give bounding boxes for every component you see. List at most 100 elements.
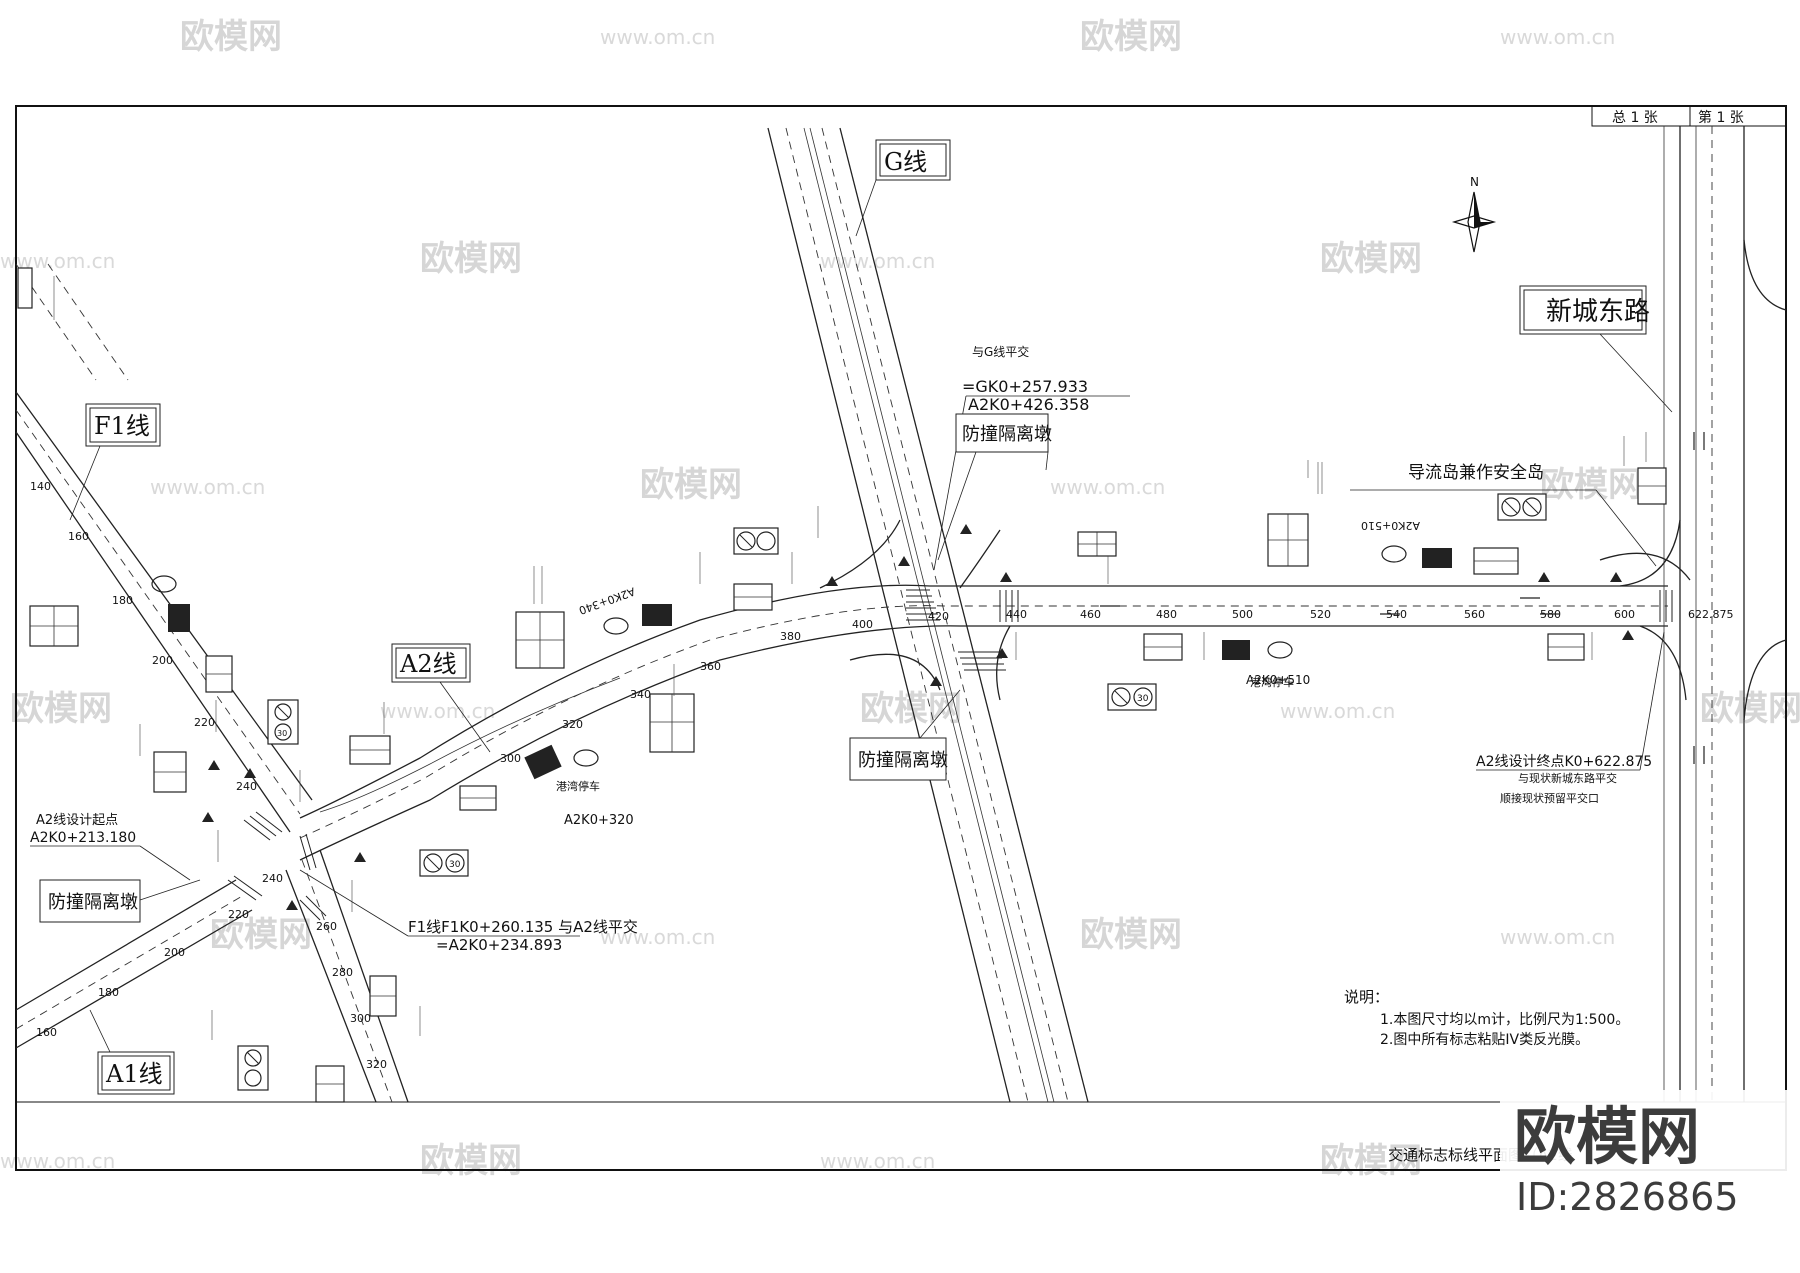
chainage-label: 380 xyxy=(780,630,801,643)
watermark-brand-text: 欧模网 xyxy=(1320,239,1422,279)
f1-line-label: F1线 xyxy=(69,403,161,521)
watermark-brand-text: 欧模网 xyxy=(180,17,282,57)
background-watermarks: 欧模网 欧模网 欧模网 欧模网 欧模网 欧模网 欧模网 欧模网 欧模网 欧模网 … xyxy=(0,17,1800,1181)
brand-logo-text: 欧模网 xyxy=(1514,1100,1700,1173)
island-label: 导流岛兼作安全岛 xyxy=(1408,463,1544,483)
speed-limit-value: 30 xyxy=(1137,694,1149,704)
f1-line-road xyxy=(15,263,409,1103)
watermark-url: www.om.cn xyxy=(1050,475,1165,499)
xincheng-road-name: 新城东路 xyxy=(1546,297,1650,327)
brand-overlay: 欧模网 ID:2826865 xyxy=(1500,1090,1796,1270)
sign-panel xyxy=(17,267,33,309)
barrier-label: 防撞隔离墩 xyxy=(858,750,948,771)
north-label: N xyxy=(1470,175,1479,189)
intersection-note-line: A2K0+426.358 xyxy=(968,395,1089,414)
g-line-name: G线 xyxy=(884,148,927,176)
chainage-label: 180 xyxy=(98,986,119,999)
sign-panel xyxy=(1637,467,1667,505)
bus-stop-chainage: A2K0+320 xyxy=(564,813,634,828)
north-arrow: N xyxy=(1451,175,1497,253)
barrier-note-3: 防撞隔离墩 xyxy=(39,879,201,923)
no-entry-speed-sign: 30 xyxy=(267,699,299,745)
crosswalk-g-north xyxy=(906,589,940,621)
cross-note-line: =A2K0+234.893 xyxy=(436,936,562,954)
chainage-label: 320 xyxy=(562,718,583,731)
a2-start-note: A2线设计起点 A2K0+213.180 xyxy=(30,813,191,881)
watermark-logo: 欧模网 欧模网 欧模网 欧模网 欧模网 欧模网 欧模网 欧模网 欧模网 欧模网 … xyxy=(10,17,1800,1181)
f1-chainage-labels: 140 160 180 200 220 240 260 280 300 320 xyxy=(30,480,387,1071)
xincheng-road xyxy=(1663,126,1787,1102)
bus-stop-label: 港湾停车 xyxy=(556,779,600,793)
chainage-label: 600 xyxy=(1614,608,1635,621)
bus-stop-chainage: A2K0+510 xyxy=(1246,673,1310,687)
a2-end-note: A2线设计终点K0+622.875 与现状新城东路平交 顺接现状预留平交口 xyxy=(1476,631,1665,805)
no-entry-speed-sign xyxy=(1497,493,1547,521)
watermark-brand-text: 欧模网 xyxy=(1540,465,1642,505)
a1-chainage-labels: 160 180 200 220 240 xyxy=(36,872,283,1039)
no-entry-speed-sign: 30 xyxy=(419,849,469,877)
speed-limit-value: 30 xyxy=(277,729,287,738)
chainage-label: 160 xyxy=(36,1026,57,1039)
a2-line-label: A2线 xyxy=(391,643,491,753)
chainage-label: 460 xyxy=(1080,608,1101,621)
crosswalks xyxy=(227,589,1673,921)
watermark-url: www.om.cn xyxy=(600,25,715,49)
watermark-brand-text: 欧模网 xyxy=(1080,17,1182,57)
f1-cross-note: F1线F1K0+260.135 与A2线平交 =A2K0+234.893 xyxy=(299,869,638,954)
brand-id-text: ID:2826865 xyxy=(1516,1175,1739,1219)
start-note-line: A2K0+213.180 xyxy=(30,830,136,846)
label-frame-inner xyxy=(879,143,947,177)
chainage-label: 440 xyxy=(1006,608,1027,621)
no-entry-speed-sign: 30 xyxy=(1107,683,1157,711)
crosswalk-a2-east xyxy=(999,590,1019,622)
label-frame-inner xyxy=(101,1055,171,1091)
a2-line-name: A2线 xyxy=(399,650,457,678)
watermark-url: www.om.cn xyxy=(380,699,495,723)
watermark-brand-text: 欧模网 xyxy=(420,1141,522,1181)
chainage-label: 320 xyxy=(366,1058,387,1071)
intersection-note-line: =GK0+257.933 xyxy=(962,377,1088,396)
crosswalk-f1-junction xyxy=(227,811,327,921)
watermark-brand-text: 欧模网 xyxy=(1700,689,1800,729)
chainage-label: 360 xyxy=(700,660,721,673)
end-chainage-label: 622.875 xyxy=(1688,608,1734,621)
a2-line-road xyxy=(299,519,1691,861)
drawing-frame: 总 1 张 第 1 张 xyxy=(15,105,1787,1171)
sign-panel xyxy=(349,735,391,765)
f1-line-name: F1线 xyxy=(94,412,150,440)
label-frame-inner xyxy=(395,647,467,679)
sheet-count-box xyxy=(1591,105,1787,127)
barrier-label: 防撞隔离墩 xyxy=(48,892,138,913)
sheet-number-label: 第 1 张 xyxy=(1698,109,1744,126)
chainage-label: 200 xyxy=(164,946,185,959)
g-intersection-note: 与G线平交 =GK0+257.933 A2K0+426.358 xyxy=(933,344,1130,571)
chainage-label: 500 xyxy=(1232,608,1253,621)
chainage-label: 300 xyxy=(350,1012,371,1025)
outer-border xyxy=(15,105,1787,1171)
total-sheets-label: 总 1 张 xyxy=(1612,110,1658,126)
bus-stop-label: 港湾停车 xyxy=(1250,675,1294,689)
bus-stop-hatch xyxy=(168,548,1452,780)
watermark-brand-text: 欧模网 xyxy=(640,465,742,505)
yield-markers xyxy=(202,524,1634,910)
label-frame-inner xyxy=(1523,289,1643,331)
sign-panel xyxy=(733,583,773,611)
watermark-url: www.om.cn xyxy=(1280,699,1395,723)
start-note-line: A2线设计起点 xyxy=(36,813,118,828)
chainage-label: 480 xyxy=(1156,608,1177,621)
sign-panel xyxy=(649,693,695,753)
watermark-brand-text: 欧模网 xyxy=(420,239,522,279)
watermark-url: www.om.cn xyxy=(0,249,115,273)
watermark-brand-text: 欧模网 xyxy=(210,915,312,955)
end-note-line: A2线设计终点K0+622.875 xyxy=(1476,754,1652,770)
barrier-note-1: 防撞隔离墩 xyxy=(937,413,1052,561)
watermark-url: www.om.cn xyxy=(600,925,715,949)
sign-panel xyxy=(205,655,233,693)
watermark-url: www.om.cn xyxy=(150,475,265,499)
island-note: 导流岛兼作安全岛 xyxy=(1350,463,1657,567)
chainage-label: 340 xyxy=(630,688,651,701)
xincheng-road-label: 新城东路 xyxy=(1519,285,1673,413)
sign-panel xyxy=(459,785,497,811)
watermark-url: www.om.cn xyxy=(1500,25,1615,49)
